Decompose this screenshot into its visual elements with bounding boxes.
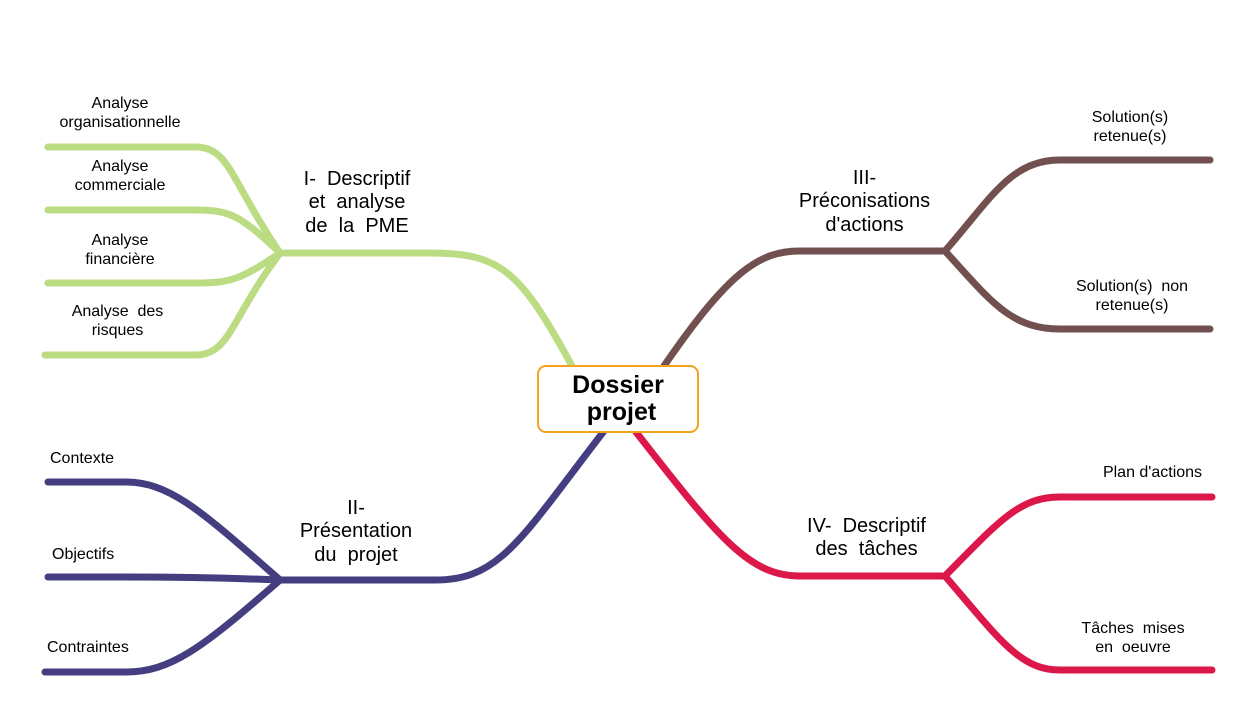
branch-3-connector bbox=[660, 247, 949, 370]
branch-4-label: IV- Descriptif des tâches bbox=[807, 515, 926, 561]
branch-4-leaf-2-label: Tâches mises en oeuvre bbox=[1081, 620, 1185, 657]
branch-4-leaf-2-connector bbox=[941, 572, 1216, 674]
branch-1-leaf-3-label: Analyse financière bbox=[85, 232, 155, 269]
branch-1-label: I- Descriptif et analyse de la PME bbox=[303, 168, 411, 237]
branch-1-connector bbox=[276, 249, 576, 370]
central-node-label: Dossier projet bbox=[572, 370, 664, 426]
central-node[interactable]: Dossier projet bbox=[537, 365, 699, 433]
branch-1-leaf-1-label: Analyse organisationnelle bbox=[59, 95, 181, 132]
branch-2-leaf-1-label: Contexte bbox=[50, 450, 115, 467]
branch-3-leaf-2-label: Solution(s) non retenue(s) bbox=[1075, 278, 1189, 315]
branch-1-leaf-2-connector bbox=[44, 206, 284, 257]
branch-3-leaf-1-connector bbox=[941, 156, 1214, 255]
branch-1-leaf-1-connector bbox=[44, 143, 284, 257]
branch-2-leaf-3-connector bbox=[41, 576, 284, 676]
branch-1-leaf-4-label: Analyse des risques bbox=[71, 303, 164, 340]
branch-3-label: III- Préconisations d'actions bbox=[798, 167, 931, 236]
branch-2-leaf-2-connector bbox=[44, 573, 284, 584]
branch-2-leaf-1-connector bbox=[44, 478, 284, 584]
branch-1-leaf-2-label: Analyse commerciale bbox=[74, 158, 166, 195]
branch-2-leaf-3-label: Contraintes bbox=[47, 639, 129, 656]
branch-2-connector bbox=[276, 427, 608, 584]
branch-2-leaf-2-label: Objectifs bbox=[52, 546, 115, 563]
branch-4-connector bbox=[632, 428, 949, 580]
branch-3-leaf-1-label: Solution(s) retenue(s) bbox=[1091, 109, 1169, 146]
branch-2-label: II- Présentation du projet bbox=[299, 497, 413, 566]
branch-1-leaf-4-connector bbox=[41, 249, 284, 359]
branch-4-leaf-1-label: Plan d'actions bbox=[1102, 464, 1203, 481]
branch-3-leaf-2-connector bbox=[941, 247, 1214, 333]
branch-4-leaf-1-connector bbox=[941, 493, 1216, 580]
branch-1-leaf-3-connector bbox=[44, 249, 284, 287]
